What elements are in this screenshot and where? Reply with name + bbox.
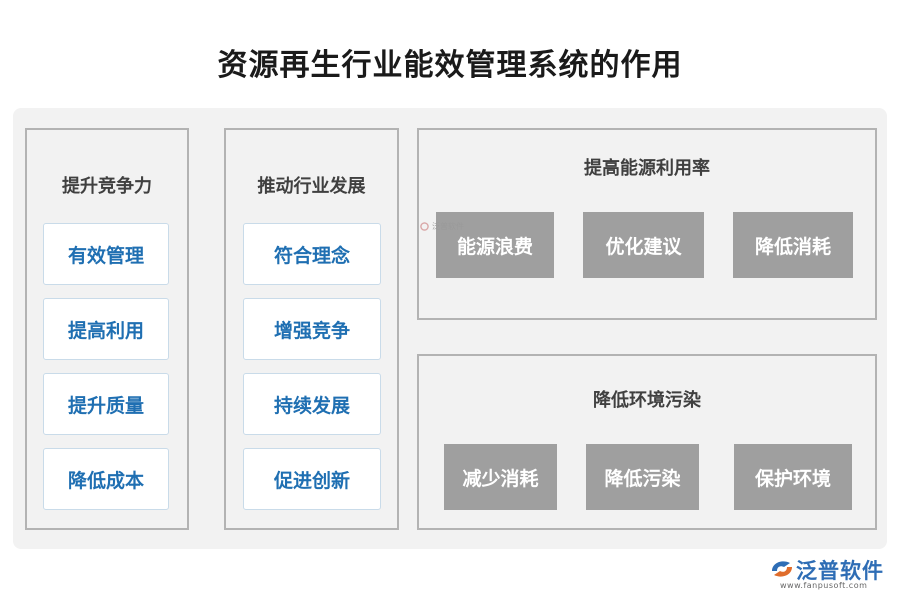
brand-logo: 泛普软件 www.fanpusoft.com: [768, 555, 893, 595]
item-reduce-cost: 降低成本: [43, 448, 169, 510]
panel-competitiveness: 提升竞争力 有效管理 提高利用 提升质量 降低成本: [25, 128, 189, 530]
item-enhance-competition: 增强竞争: [243, 298, 381, 360]
item-effective-management: 有效管理: [43, 223, 169, 285]
logo-url: www.fanpusoft.com: [780, 581, 868, 590]
panel-energy-utilization: 提高能源利用率 能源浪费 优化建议 降低消耗: [417, 128, 877, 320]
item-improve-utilization: 提高利用: [43, 298, 169, 360]
item-protect-environment: 保护环境: [734, 444, 852, 510]
item-optimization-advice: 优化建议: [583, 212, 704, 278]
panel-competitiveness-heading: 提升竞争力: [62, 176, 152, 197]
watermark-text: 泛普软件: [432, 222, 464, 231]
item-sustainable-development: 持续发展: [243, 373, 381, 435]
item-reduce-consumption: 降低消耗: [733, 212, 853, 278]
panel-industry-development: 推动行业发展 符合理念 增强竞争 持续发展 促进创新: [224, 128, 399, 530]
item-promote-innovation: 促进创新: [243, 448, 381, 510]
watermark: 泛普软件: [420, 221, 464, 232]
item-improve-quality: 提升质量: [43, 373, 169, 435]
panel-industry-heading: 推动行业发展: [257, 176, 366, 197]
item-conform-concept: 符合理念: [243, 223, 381, 285]
panel-pollution-heading: 降低环境污染: [593, 390, 701, 411]
panel-reduce-pollution: 降低环境污染 减少消耗 降低污染 保护环境: [417, 354, 877, 530]
page-title: 资源再生行业能效管理系统的作用: [217, 48, 683, 83]
diagram-canvas: 提升竞争力 有效管理 提高利用 提升质量 降低成本 推动行业发展 符合理念 增强…: [13, 108, 887, 549]
item-reduce-pollution: 降低污染: [586, 444, 699, 510]
item-energy-waste: 能源浪费: [436, 212, 554, 278]
watermark-logo-icon: [420, 222, 429, 231]
fanpu-logo-icon: [772, 561, 792, 577]
panel-energy-heading: 提高能源利用率: [584, 158, 710, 179]
item-reduce-usage: 减少消耗: [444, 444, 557, 510]
logo-name: 泛普软件: [796, 559, 884, 583]
